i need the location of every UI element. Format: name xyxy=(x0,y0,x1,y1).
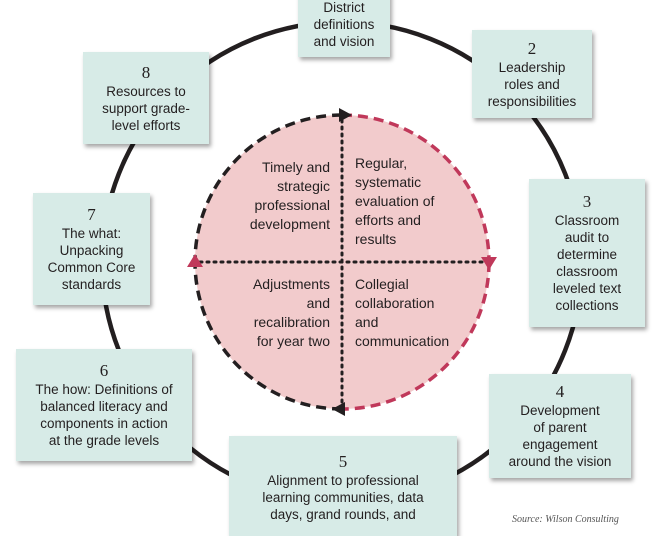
arrow-right-top xyxy=(339,108,352,122)
step-box-5: 5 Alignment to professional learning com… xyxy=(229,436,457,536)
step-text: The how: Definitions of balanced literac… xyxy=(35,382,173,448)
step-number: 3 xyxy=(582,192,592,211)
step-box-7: 7 The what: Unpacking Common Core standa… xyxy=(33,193,150,305)
step-number: 7 xyxy=(87,205,96,224)
step-text: Alignment to professional learning commu… xyxy=(262,473,424,522)
step-box-8: 8 Resources to support grade- level effo… xyxy=(83,52,209,144)
step-box-3: 3 Classroom audit to determine classroom… xyxy=(529,179,645,327)
step-text: Classroom audit to determine classroom l… xyxy=(552,213,622,313)
source-credit: Source: Wilson Consulting xyxy=(512,514,619,525)
dashed-arc-bottom-right xyxy=(341,261,491,411)
center-quadrant-top-right: Regular, systematic evaluation of effort… xyxy=(355,155,435,247)
arrow-down-right xyxy=(481,257,497,270)
step-text: The what: Unpacking Common Core standard… xyxy=(47,226,136,292)
step-text: Development of parent engagement around … xyxy=(508,403,612,469)
center-quadrant-bottom-right: Collegial collaboration and communicatio… xyxy=(355,276,450,349)
step-text: Leadership roles and responsibilities xyxy=(487,59,577,109)
step-box-4: 4 Development of parent engagement aroun… xyxy=(489,374,631,478)
step-number: 2 xyxy=(527,38,537,58)
step-number: 4 xyxy=(555,382,565,401)
center-quadrant-bottom-left: Adjustments and recalibration for year t… xyxy=(252,276,330,349)
center-quadrant-top-left: Timely and strategic professional develo… xyxy=(249,159,330,232)
dashed-arc-bottom-left xyxy=(193,261,343,411)
dashed-arc-top-right xyxy=(341,113,491,263)
step-box-2: 2 Leadership roles and responsibilities xyxy=(472,30,592,118)
step-box-6: 6 The how: Definitions of balanced liter… xyxy=(16,349,192,461)
step-box-1: District definitions and vision xyxy=(298,0,390,57)
step-number: 5 xyxy=(338,452,348,471)
dashed-arc-top-left xyxy=(193,113,343,263)
arrow-left-bottom xyxy=(332,402,345,416)
step-number: 8 xyxy=(141,62,151,82)
step-number: 6 xyxy=(99,361,109,380)
arrow-up-left xyxy=(187,254,203,267)
step-text: District definitions and vision xyxy=(313,0,375,49)
step-text: Resources to support grade- level effort… xyxy=(102,83,190,133)
